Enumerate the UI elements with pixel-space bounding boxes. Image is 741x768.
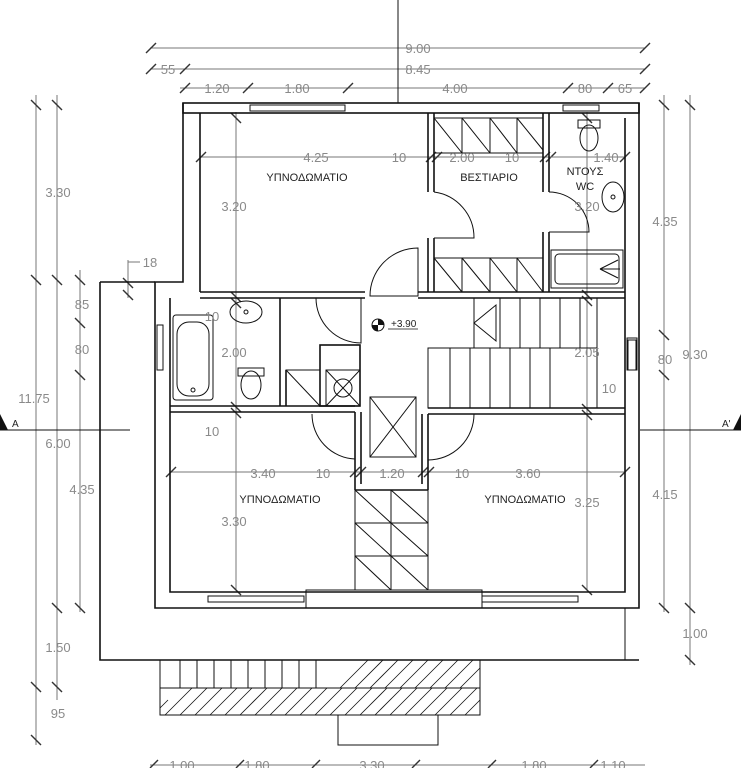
dim-right-930: 9.30 bbox=[682, 347, 707, 362]
dim-stair-height: 2.05 bbox=[574, 345, 599, 360]
room-label-wc: WC bbox=[576, 181, 594, 193]
room-label-closet: ΒΕΣΤΙΑΡΙΟ bbox=[460, 172, 518, 184]
dim-right-415: 4.15 bbox=[652, 487, 677, 502]
dim-closet-width: 2.00 bbox=[449, 150, 474, 165]
level-marker bbox=[371, 318, 418, 332]
dim-bedroom-right-wall: 10 bbox=[455, 466, 469, 481]
dim-right-100: 1.00 bbox=[682, 626, 707, 641]
dim-wall-10-a: 10 bbox=[392, 150, 406, 165]
dim-top-180: 1.80 bbox=[284, 81, 309, 96]
dim-wall-10-b: 10 bbox=[505, 150, 519, 165]
dim-bottom-330: 3.30 bbox=[359, 758, 384, 768]
dim-top-400: 4.00 bbox=[442, 81, 467, 96]
room-label-bedroom-top: ΥΠΝΟΔΩΜΑΤΙΟ bbox=[266, 172, 348, 184]
walls bbox=[99, 102, 640, 661]
dim-bedroom-left-height: 3.30 bbox=[221, 514, 246, 529]
dim-left-600: 6.00 bbox=[45, 436, 70, 451]
dim-top-845: 8.45 bbox=[405, 62, 430, 77]
staircase bbox=[427, 297, 598, 409]
dim-right-80: 80 bbox=[658, 352, 672, 367]
wardrobes bbox=[285, 117, 544, 591]
dim-bottom-180-b: 1.80 bbox=[521, 758, 546, 768]
room-label-bedroom-bottom-left: ΥΠΝΟΔΩΜΑΤΙΟ bbox=[239, 494, 321, 506]
dim-left-150: 1.50 bbox=[45, 640, 70, 655]
room-label-shower: ΝΤΟΥΣ bbox=[567, 166, 604, 178]
section-mark-right: A' bbox=[722, 419, 731, 430]
dim-bottom-100: 1.00 bbox=[169, 758, 194, 768]
dim-top-120: 1.20 bbox=[204, 81, 229, 96]
dim-left-wall-10: 10 bbox=[205, 424, 219, 439]
dim-left-95: 95 bbox=[51, 706, 65, 721]
section-mark-left: A bbox=[12, 419, 19, 430]
level-label: +3.90 bbox=[391, 319, 417, 330]
dim-left-1175: 11.75 bbox=[18, 391, 50, 406]
dim-bedroom-left-width: 3.40 bbox=[250, 466, 275, 481]
room-label-bedroom-bottom-right: ΥΠΝΟΔΩΜΑΤΙΟ bbox=[484, 494, 566, 506]
dim-wc-width: 1.40 bbox=[593, 150, 618, 165]
dim-bedroom-right-width: 3.60 bbox=[515, 466, 540, 481]
dim-right-435: 4.35 bbox=[652, 214, 677, 229]
dim-bedroom-right-height: 3.25 bbox=[574, 495, 599, 510]
dim-wc-height: 3.20 bbox=[574, 199, 599, 214]
dim-hall-width: 1.20 bbox=[379, 466, 404, 481]
dim-left-18: 18 bbox=[143, 255, 157, 270]
dim-left-85: 85 bbox=[75, 297, 89, 312]
dim-overall-width: 9.00 bbox=[405, 41, 430, 56]
dim-bottom-110: 1.10 bbox=[600, 758, 625, 768]
dim-left-435: 4.35 bbox=[69, 482, 94, 497]
dim-bedroom-top-height: 3.20 bbox=[221, 199, 246, 214]
dim-left-80: 80 bbox=[75, 342, 89, 357]
dim-bedroom-left-wall: 10 bbox=[316, 466, 330, 481]
room-labels: ΥΠΝΟΔΩΜΑΤΙΟ ΒΕΣΤΙΑΡΙΟ ΝΤΟΥΣ WC ΥΠΝΟΔΩΜΑΤ… bbox=[12, 166, 731, 506]
dim-left-330: 3.30 bbox=[45, 185, 70, 200]
dim-top-80: 80 bbox=[578, 81, 592, 96]
dim-bath-wall: 10 bbox=[205, 309, 219, 324]
dim-top-65: 65 bbox=[618, 81, 632, 96]
balcony bbox=[159, 659, 481, 746]
dim-top-55: 55 bbox=[161, 62, 175, 77]
dim-stair-wall: 10 bbox=[602, 381, 616, 396]
dim-bottom-180-a: 1.80 bbox=[244, 758, 269, 768]
dim-bedroom-top-width: 4.25 bbox=[303, 150, 328, 165]
doors bbox=[311, 191, 590, 461]
sanitary-fixtures bbox=[172, 119, 637, 401]
dim-bath-height: 2.00 bbox=[221, 345, 246, 360]
dimension-labels: 9.00 55 8.45 1.20 1.80 4.00 80 65 3.30 1… bbox=[18, 41, 707, 768]
